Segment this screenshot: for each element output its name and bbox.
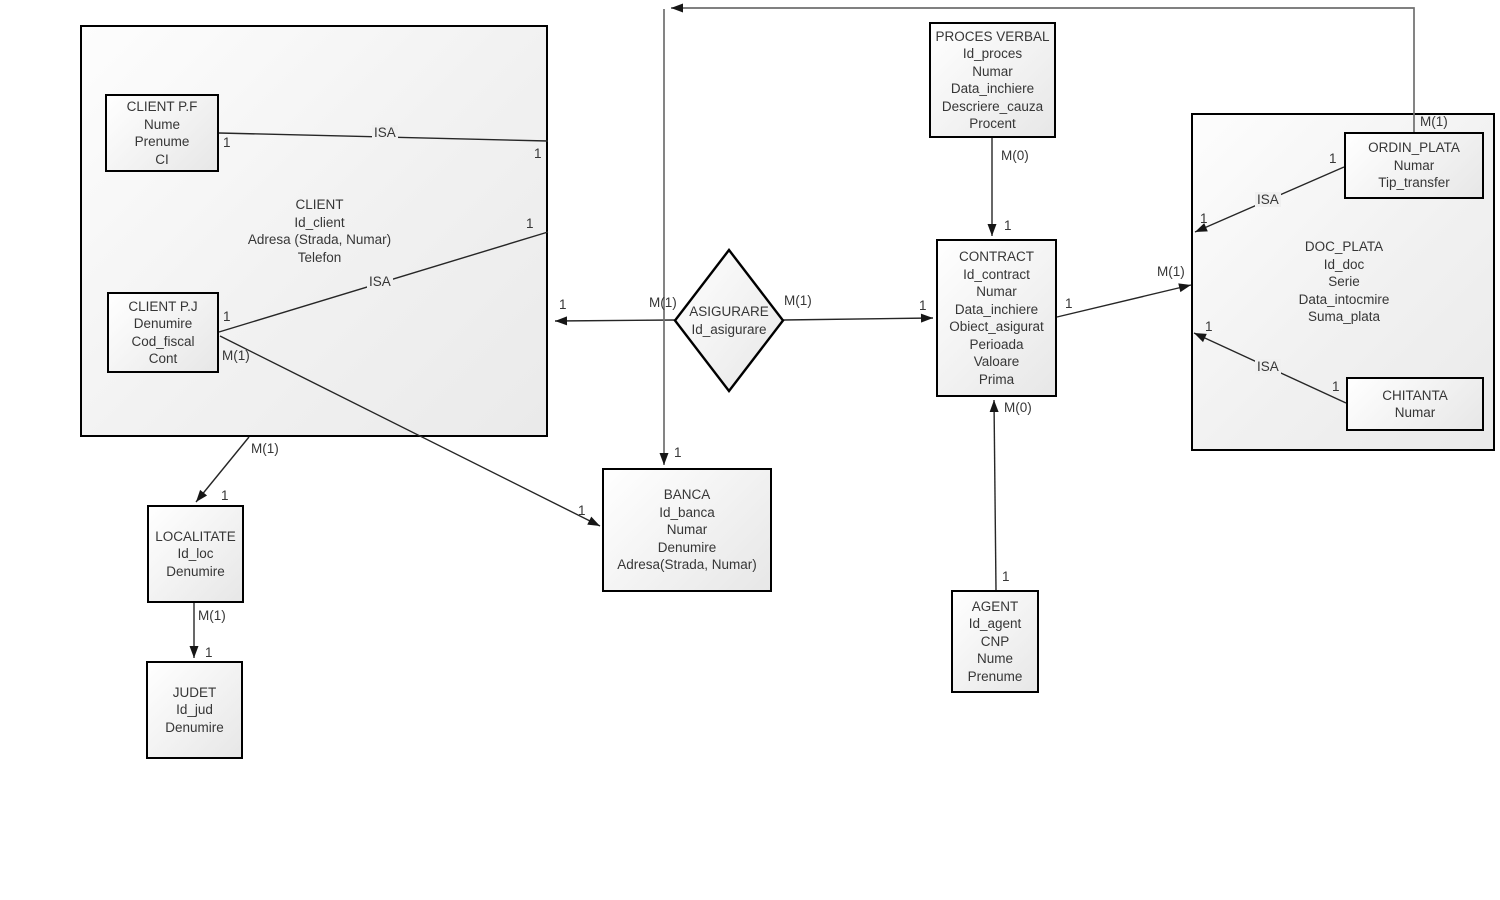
edge-chitanta-isa-docplata: [1193, 332, 1347, 404]
edge-asigurare-to-contract: [782, 313, 934, 323]
edge-clientpf-isa-client: [218, 132, 549, 142]
edge-contract-to-docplata: [1056, 283, 1192, 318]
edge-asigurare-to-client: [554, 316, 676, 326]
edge-ordin-isa-docplata: [1194, 166, 1345, 233]
edge-ordin-top-route: [671, 3, 1415, 132]
edge-agent-to-contract: [989, 399, 999, 591]
edge-clientpj-to-banca: [219, 335, 601, 527]
edge-client-to-localitate: [195, 436, 250, 503]
edge-clientpj-isa-client: [218, 231, 549, 333]
asigurare-relationship-shape[interactable]: [673, 248, 785, 393]
